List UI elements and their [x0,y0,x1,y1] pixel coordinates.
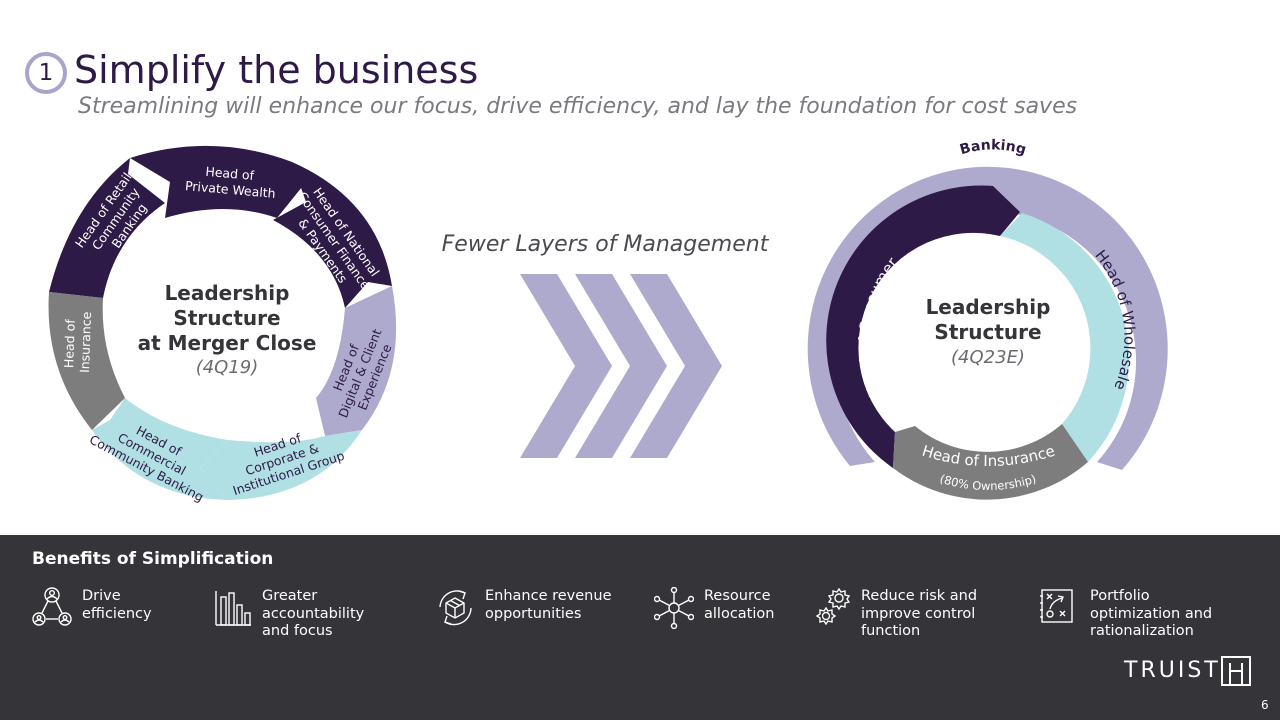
segment-national-consumer-finance [273,162,392,308]
benefit-label-portfolio-optimization: Portfolio optimization and rationalizati… [1090,588,1213,639]
segment-commercial-community-banking [92,398,228,500]
right-center-line1: Leadership [926,295,1051,319]
benefits-heading: Benefits of Simplification [32,549,274,569]
left-center-line2: Structure [173,306,280,330]
leadership-diagram: Head of Retail Community Banking Head of… [48,137,1168,505]
slide-number-badge: 1 [25,52,67,94]
middle-transition: Fewer Layers of Management [442,232,770,458]
chevron-arrows-icon [520,274,722,458]
left-center-period: (4Q19) [196,357,259,378]
page-subtitle: Streamlining will enhance our focus, dri… [78,94,1078,119]
segment-retail-community-banking [49,158,165,298]
bar-chart-icon [215,591,251,626]
segment-insurance [48,292,125,430]
label-insurance: Head of Insurance [61,310,94,373]
right-leadership-wheel: Banking Head of Consumer Head of Wholesa… [807,137,1168,500]
gears-icon [815,587,851,626]
right-center-period: (4Q23E) [951,347,1025,368]
truist-mark-icon [1221,656,1251,686]
benefit-label-drive-efficiency: Drive efficiency [82,588,152,622]
page-title: Simplify the business [74,48,479,92]
segment-banking [807,166,1168,470]
fewer-layers-label: Fewer Layers of Management [442,232,770,257]
benefit-label-reduce-risk: Reduce risk and improve control function [861,588,978,639]
benefit-label-resource-allocation: Resource allocation [704,588,775,622]
revenue-cycle-icon [439,590,472,626]
truist-logo-text: TRUIST [1124,658,1221,683]
strategy-board-icon [1040,589,1073,623]
benefit-label-accountability: Greater accountability and focus [262,588,365,639]
segment-head-of-wholesale [1000,213,1129,462]
label-banking: Banking [958,137,1028,158]
label-insurance-ownership: (80% Ownership) [938,472,1038,494]
left-center-line3: at Merger Close [138,331,317,355]
right-center-line2: Structure [934,320,1041,344]
left-center-line1: Leadership [165,281,290,305]
people-network-icon [32,587,72,626]
segment-head-of-insurance [893,424,1088,500]
segment-private-wealth [130,145,306,218]
left-leadership-wheel: Head of Retail Community Banking Head of… [48,145,397,505]
hub-network-icon [654,587,694,629]
benefits-footer: Benefits of Simplification Drive efficie… [0,535,1280,720]
segment-head-of-consumer [826,185,1020,469]
page-number: 6 [1261,698,1269,712]
segment-digital-client-experience [316,286,397,436]
segment-corporate-institutional [200,430,362,500]
benefit-label-enhance-revenue: Enhance revenue opportunities [485,588,612,622]
